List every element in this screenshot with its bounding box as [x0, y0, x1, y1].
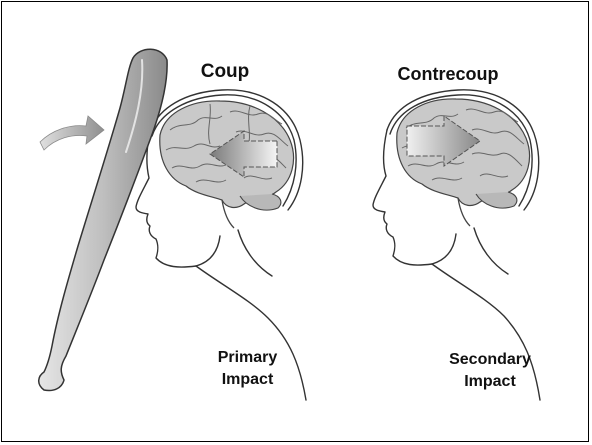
motion-arrow-icon — [40, 116, 104, 150]
primary-impact-label-line1: Primary — [200, 348, 295, 368]
baseball-bat-icon — [39, 49, 167, 390]
secondary-impact-label-line2: Impact — [425, 372, 555, 392]
brain-right-icon — [397, 99, 530, 226]
coup-label: Coup — [190, 62, 260, 82]
primary-impact-label-line2: Impact — [200, 370, 295, 390]
secondary-impact-label-line1: Secondary — [425, 350, 555, 370]
contrecoup-label: Contrecoup — [388, 64, 508, 84]
